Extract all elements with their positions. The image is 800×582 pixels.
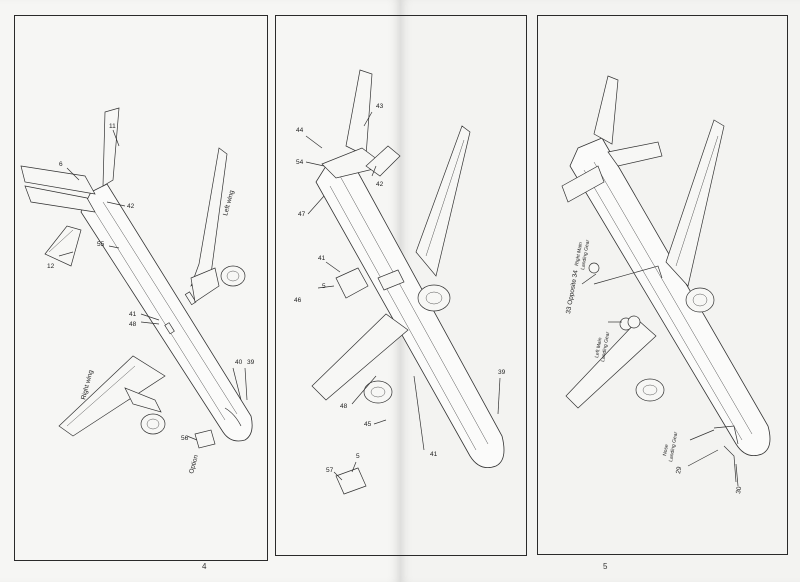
part-label-41-lower: 41 [430,451,438,458]
part-label-30: 30 [735,486,743,495]
part-label-41: 41 [129,311,137,318]
part-label-39: 39 [498,369,506,376]
nose-label: Nose [662,444,670,457]
right-page [400,0,800,582]
part-label-54: 54 [296,159,304,166]
part-label-29: 29 [675,466,683,475]
landing-gear-label-right: Landing Gear [580,239,591,270]
part-label-40: 40 [235,359,243,366]
part-label-48: 48 [340,403,348,410]
part-label-6: 6 [59,161,63,168]
interior-assembly-drawing: 44 43 54 42 47 41 5 46 39 48 45 41 57 5 [294,69,506,495]
landing-gear-label-left: Landing Gear [600,331,611,362]
part-label-56: 56 [181,435,189,442]
part-label-46: 46 [294,297,302,304]
part-label-39: 39 [247,359,255,366]
option-label: Option [188,454,200,475]
opposite-label: 33 Opposite 34 [565,269,580,314]
part-label-11: 11 [109,123,116,130]
part-label-55: 55 [97,241,105,248]
page-number-left: 4 [202,562,207,571]
fuselage-wings-drawing: 11 6 42 12 55 Left wing 41 48 40 39 Righ… [20,107,255,475]
right-main-label: Right Main [574,242,584,267]
part-label-48: 48 [129,321,137,328]
part-label-44: 44 [296,127,304,134]
part-label-45: 45 [364,421,372,428]
part-label-42: 42 [376,181,384,188]
assembly-panel-1: 11 6 42 12 55 Left wing 41 48 40 39 Righ… [14,15,268,561]
part-label-57: 57 [326,467,334,474]
part-label-12: 12 [47,263,55,270]
left-wing-label: Left wing [222,189,236,216]
part-label-5-lower: 5 [356,453,360,460]
assembly-panel-2: 44 43 54 42 47 41 5 46 39 48 45 41 57 5 [275,15,527,556]
left-main-label: Left Main [594,337,604,359]
assembly-panel-3: Right Main Landing Gear 33 Opposite 34 L… [537,15,788,555]
part-label-43: 43 [376,103,384,110]
landing-gear-drawing: Right Main Landing Gear 33 Opposite 34 L… [561,75,771,495]
landing-gear-label-nose: Landing Gear [668,431,679,462]
part-label-5-upper: 5 [322,283,326,290]
part-label-47: 47 [298,211,306,218]
page-number-right: 5 [603,562,608,571]
part-label-41-upper: 41 [318,255,326,262]
part-label-42: 42 [127,203,135,210]
